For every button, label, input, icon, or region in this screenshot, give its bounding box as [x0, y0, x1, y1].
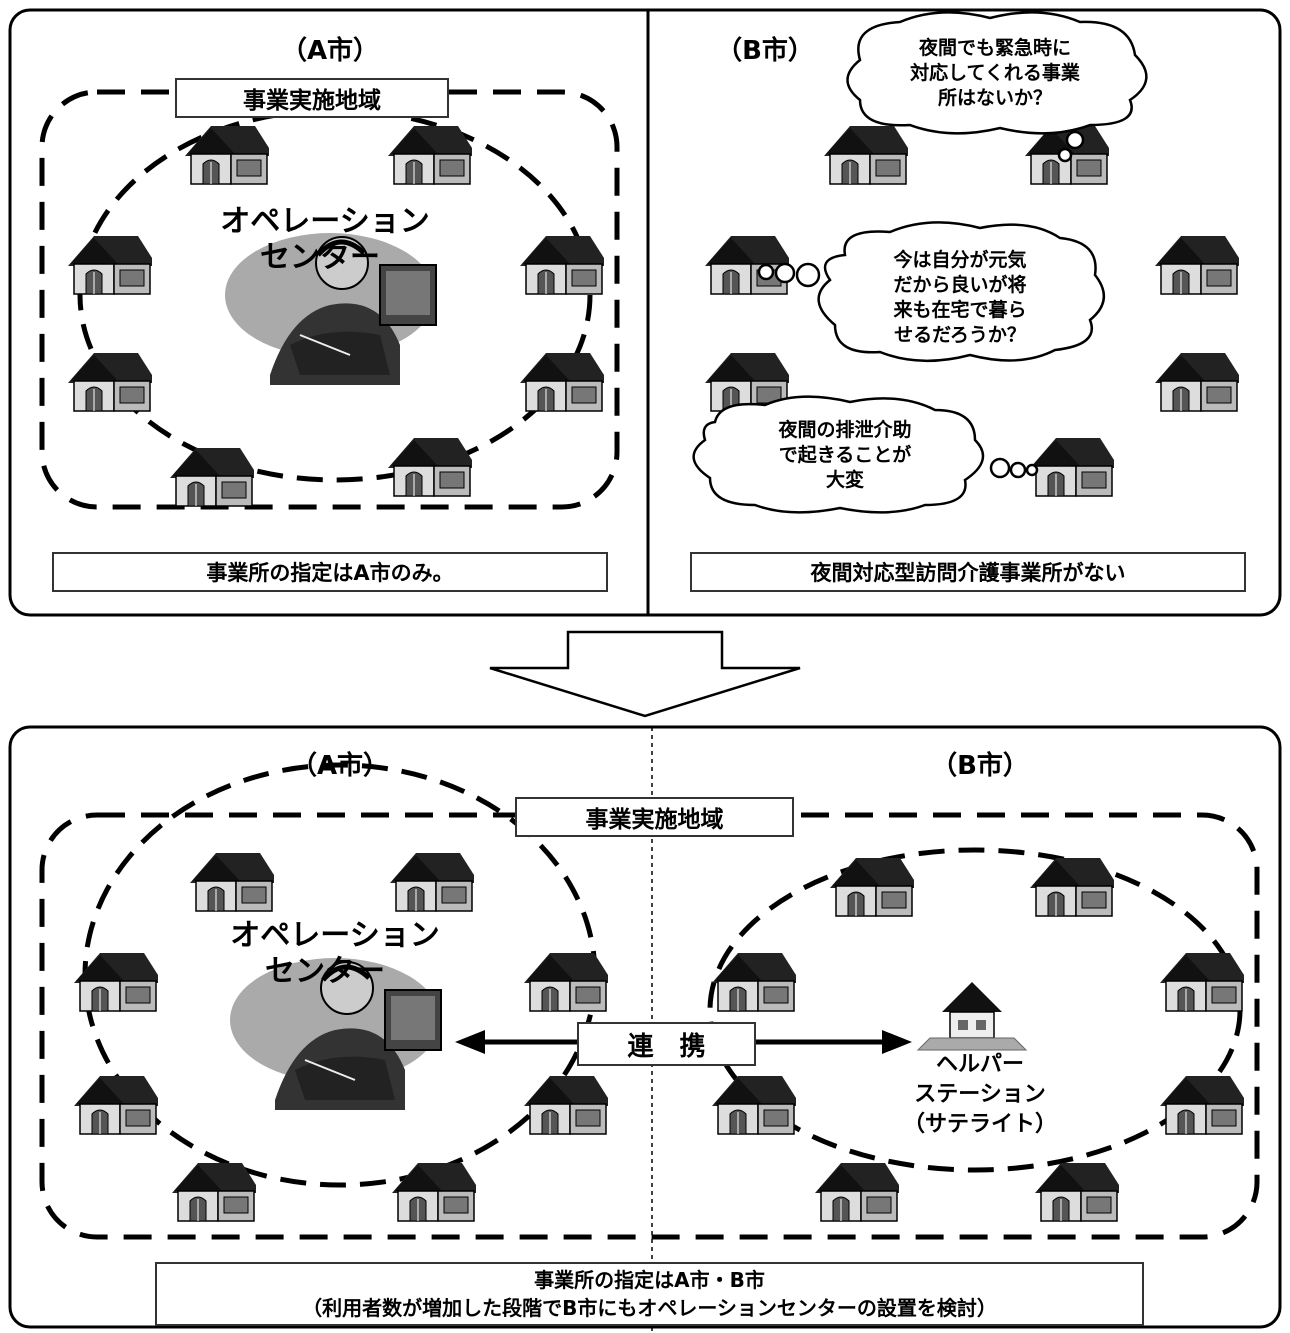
top-panel — [8, 8, 1282, 617]
operation-center-label-line1: オペレーション — [220, 204, 430, 239]
bottom-service-area-label: 事業実施地域 — [515, 797, 794, 837]
a-city-title: （A市） — [280, 36, 380, 66]
b-city-footer-note: 夜間対応型訪問介護事業所がない — [690, 552, 1246, 592]
operation-center-label-line2: センター — [260, 240, 380, 275]
thought-bubble-text-night-toilet: 夜間の排泄介助 で起きることが 大変 — [735, 418, 955, 493]
helper-station-label: ヘルパー ステーション （サテライト） — [880, 1050, 1080, 1140]
bubble-line: 夜間でも緊急時に — [918, 37, 1071, 59]
bubble-line: で起きることが — [778, 444, 912, 466]
bottom-b-city-title: （B市） — [931, 751, 1029, 781]
bottom-footer-line2: （利用者数が増加した段階でB市にもオペレーションセンターの設置を検討） — [302, 1296, 997, 1320]
bottom-a-city-title: （A市） — [290, 751, 390, 781]
bottom-operation-center-label-line1: オペレーション — [230, 918, 440, 953]
helper-station-label-line: （サテライト） — [902, 1112, 1057, 1137]
bubble-line: 対応してくれる事業 — [910, 62, 1080, 84]
bubble-line: 大変 — [825, 469, 864, 491]
helper-station-label-line: ヘルパー — [935, 1052, 1024, 1077]
thought-bubble-icon — [846, 11, 1148, 163]
bottom-operation-center-label-line2: センター — [265, 954, 385, 989]
bottom-footer-line1: 事業所の指定はA市・B市 — [534, 1268, 765, 1292]
bubble-line: 夜間の排泄介助 — [778, 419, 912, 441]
thought-bubble-text-emergency: 夜間でも緊急時に 対応してくれる事業 所はないか？ — [870, 36, 1120, 111]
thought-bubble-text-future: 今は自分が元気 だから良いが将 来も在宅で暮ら せるだろうか？ — [845, 248, 1075, 348]
thought-bubble-icon — [692, 395, 1039, 514]
bubble-line: 来も在宅で暮ら — [893, 299, 1027, 321]
bubble-line: 今は自分が元気 — [893, 249, 1027, 271]
b-city-title: （B市） — [716, 36, 814, 66]
helper-station-label-line: ステーション — [914, 1082, 1046, 1107]
bubble-line: 所はないか？ — [937, 87, 1052, 109]
a-city-footer-note: 事業所の指定はA市のみ。 — [52, 552, 608, 592]
service-area-label: 事業実施地域 — [175, 78, 449, 118]
bubble-line: せるだろうか？ — [894, 324, 1026, 346]
link-label: 連 携 — [577, 1022, 756, 1066]
down-arrow-icon — [489, 630, 801, 718]
thought-bubble-icon — [757, 221, 1105, 363]
bubble-line: だから良いが将 — [893, 274, 1027, 296]
bottom-footer-note: 事業所の指定はA市・B市 （利用者数が増加した段階でB市にもオペレーションセンタ… — [155, 1262, 1144, 1326]
